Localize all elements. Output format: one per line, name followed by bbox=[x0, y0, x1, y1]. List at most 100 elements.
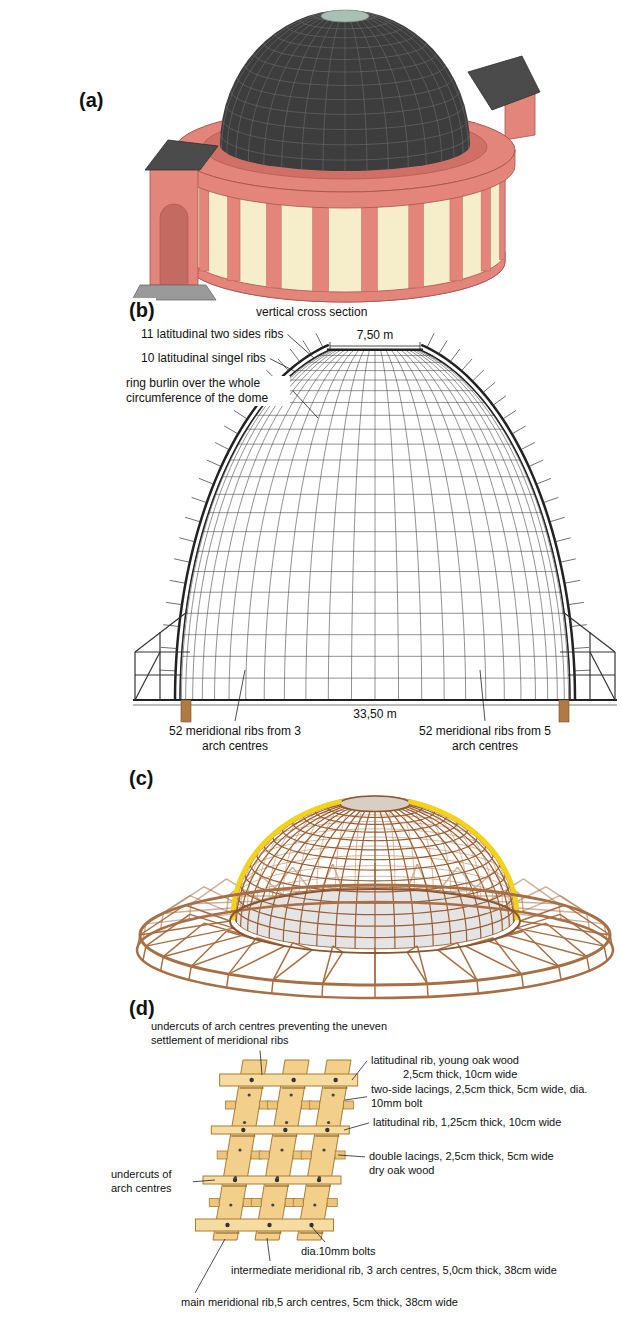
ring-rafter bbox=[587, 957, 590, 971]
latitudinal-rib bbox=[286, 380, 465, 381]
dome-grid-line bbox=[287, 26, 404, 38]
undercut-mark bbox=[223, 1186, 247, 1187]
dimension-tick bbox=[330, 342, 331, 350]
annotation: 2,5cm thick, 10cm wide bbox=[402, 1068, 518, 1082]
ring-rafter bbox=[273, 943, 293, 980]
lacing-block bbox=[310, 1101, 320, 1109]
bolt bbox=[333, 1078, 337, 1082]
bolt bbox=[291, 1078, 295, 1082]
leader-line bbox=[311, 1226, 325, 1242]
radial-tick bbox=[555, 538, 570, 542]
ring-rafter bbox=[189, 966, 191, 980]
radial-tick bbox=[179, 538, 194, 542]
latitudinal-rib bbox=[275, 390, 474, 391]
latitudinal-rib bbox=[180, 678, 569, 679]
leader-line bbox=[260, 1051, 262, 1076]
annotation: latitudinal rib, 1,25cm thick, 10cm wide bbox=[372, 1116, 562, 1130]
pilaster bbox=[450, 193, 462, 281]
undercut-mark bbox=[300, 1233, 324, 1234]
bolt bbox=[285, 1121, 288, 1124]
radial-tick bbox=[161, 647, 177, 648]
annotation: double lacings, 2,5cm thick, 5cm wide bbox=[368, 1150, 555, 1164]
bolt bbox=[327, 1121, 330, 1124]
undercut-mark bbox=[315, 1136, 339, 1137]
leader-line bbox=[338, 1155, 365, 1157]
annotation: ring burlin over the whole circumference… bbox=[125, 376, 290, 406]
lacing-block bbox=[293, 1199, 303, 1207]
radial-tick bbox=[521, 443, 535, 450]
pilaster bbox=[228, 193, 240, 281]
ring-rafter bbox=[191, 941, 261, 966]
ring-rafter bbox=[524, 931, 559, 966]
support-post bbox=[181, 700, 191, 722]
panel-letter: (c) bbox=[128, 766, 154, 791]
leader-line bbox=[267, 1238, 270, 1261]
bolt bbox=[276, 1176, 279, 1179]
latitudinal-rib bbox=[197, 551, 552, 552]
pilaster bbox=[200, 183, 209, 271]
ring-rafter bbox=[227, 974, 229, 987]
radial-tick bbox=[290, 349, 300, 362]
latitudinal-rib bbox=[256, 415, 495, 416]
ring-rafter bbox=[438, 950, 477, 980]
radial-tick bbox=[185, 517, 200, 522]
latitudinal-rib bbox=[230, 459, 521, 460]
bolt bbox=[318, 1176, 321, 1179]
latitudinal-rib bbox=[186, 613, 565, 614]
dimension: 33,50 m bbox=[352, 707, 397, 722]
section-cut bbox=[233, 802, 340, 918]
radial-tick bbox=[568, 602, 584, 604]
undercut-mark bbox=[273, 1136, 297, 1137]
ring-front-band bbox=[175, 150, 515, 208]
latitudinal-rib bbox=[211, 1126, 349, 1134]
side-truss bbox=[590, 652, 615, 700]
ring-rafter bbox=[228, 938, 256, 974]
dome-grid-line bbox=[226, 105, 465, 130]
bolt bbox=[283, 1128, 287, 1132]
bolt bbox=[280, 1148, 283, 1151]
leader-line bbox=[270, 359, 296, 373]
support-post bbox=[559, 700, 569, 722]
leader-line bbox=[195, 1239, 225, 1293]
side-truss bbox=[159, 632, 160, 700]
panel-letter: (a) bbox=[78, 88, 104, 113]
annotation: dry oak wood bbox=[368, 1164, 435, 1178]
leader-line bbox=[345, 1097, 367, 1100]
section-cut bbox=[411, 802, 518, 918]
undercut-mark bbox=[265, 1186, 289, 1187]
latitudinal-rib bbox=[189, 592, 561, 593]
entrance-wing bbox=[150, 168, 198, 285]
panel-letter: (b) bbox=[128, 298, 156, 323]
latitudinal-rib bbox=[319, 355, 432, 356]
pilaster bbox=[499, 171, 504, 259]
annotation: main meridional rib,5 arch centres, 5cm … bbox=[180, 1296, 600, 1310]
ring-rafter bbox=[273, 950, 312, 980]
latitudinal-rib bbox=[296, 370, 453, 371]
dome-grid-line bbox=[323, 12, 343, 170]
ring-rafter bbox=[321, 984, 323, 997]
radial-tick bbox=[427, 333, 434, 347]
radial-tick bbox=[234, 410, 247, 419]
dome-grid-line bbox=[275, 33, 416, 48]
radial-tick bbox=[439, 340, 447, 354]
lacing-block bbox=[251, 1199, 261, 1207]
latitudinal-rib bbox=[265, 402, 484, 403]
radial-tick bbox=[192, 497, 207, 502]
dome-inner-shell bbox=[420, 350, 570, 700]
bolt bbox=[225, 1223, 229, 1227]
side-truss bbox=[135, 652, 160, 700]
latitudinal-rib bbox=[307, 362, 442, 363]
radial-tick bbox=[461, 359, 472, 371]
radial-tick bbox=[564, 580, 580, 583]
meridional-rib bbox=[213, 1060, 267, 1240]
side-truss bbox=[134, 652, 135, 700]
ring-rafter bbox=[604, 946, 607, 961]
radial-tick bbox=[170, 580, 186, 583]
dome-grid-line bbox=[222, 119, 467, 145]
undercut-mark bbox=[231, 1136, 255, 1137]
meridional-rib bbox=[248, 807, 344, 931]
leader-line bbox=[480, 670, 485, 721]
side-truss bbox=[568, 674, 615, 675]
bolt bbox=[234, 1176, 237, 1179]
timber-frame-render bbox=[137, 796, 613, 998]
